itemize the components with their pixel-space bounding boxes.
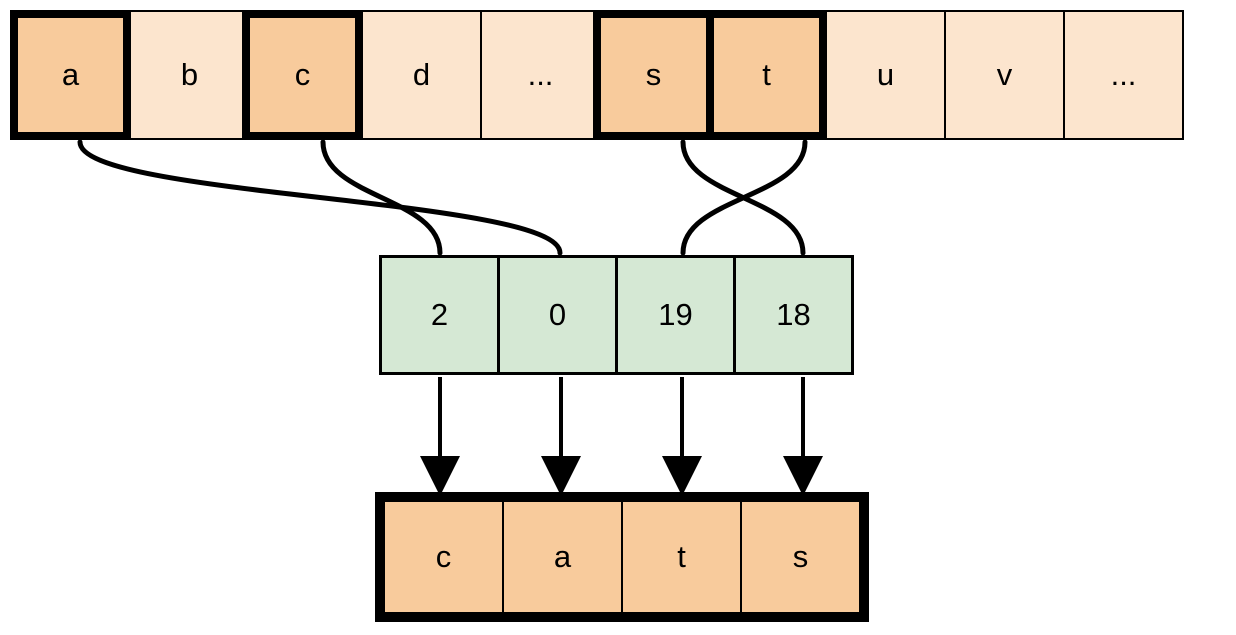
alphabet-cell-c: c: [242, 10, 363, 140]
alphabet-cell-a: a: [10, 10, 131, 140]
curve-s-to-18: [680, 139, 806, 256]
result-cell-t-2: t: [621, 500, 742, 614]
curve-t-to-19: [680, 139, 808, 256]
index-cell-19: 19: [615, 255, 736, 375]
alphabet-cell-u: u: [825, 10, 946, 140]
index-cell-18: 18: [733, 255, 854, 375]
alphabet-cell-v: v: [944, 10, 1065, 140]
curve-a-to-0: [77, 139, 563, 256]
result-cell-s-3: s: [740, 500, 861, 614]
index-cell-0: 0: [497, 255, 618, 375]
result-cell-a-1: a: [502, 500, 623, 614]
result-cell-c-0: c: [383, 500, 504, 614]
arrow-group: [420, 377, 823, 496]
curve-c-to-2: [320, 139, 443, 256]
alphabet-cell-d: d: [361, 10, 482, 140]
index-cell-2: 2: [379, 255, 500, 375]
alphabet-cell-s: s: [593, 10, 714, 140]
curve-group: [77, 139, 808, 256]
alphabet-cell-ellipsis-4: ...: [480, 10, 601, 140]
alphabet-cell-ellipsis-9: ...: [1063, 10, 1184, 140]
alphabet-cell-b: b: [129, 10, 250, 140]
alphabet-cell-t: t: [706, 10, 827, 140]
